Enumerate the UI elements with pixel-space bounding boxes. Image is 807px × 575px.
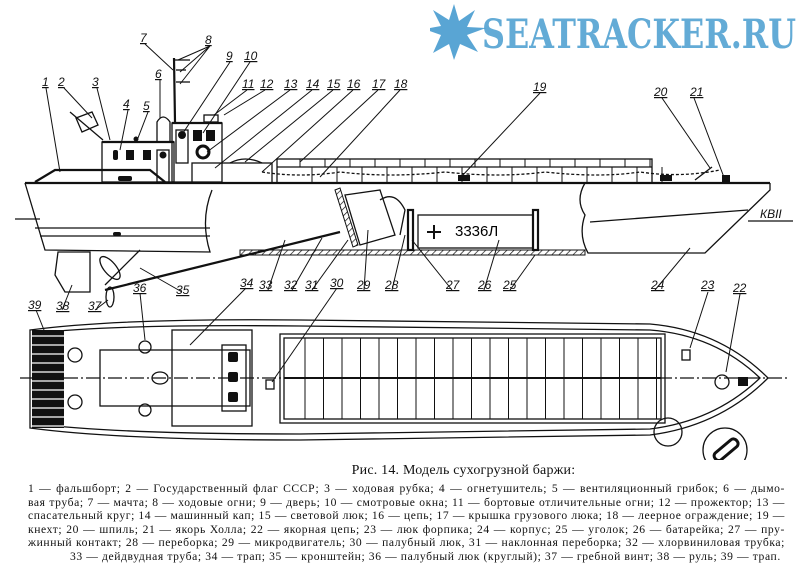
caption-line: 33 — дейдвудная труба; 34 — трап; 35 — к… [70,549,781,563]
part-label-36: 36 [133,281,147,295]
stern-ladder [32,330,64,428]
part-label-20: 20 [653,85,668,99]
barge-drawing: КВII [15,31,793,460]
part-label-26: 26 [477,278,492,292]
lifebuoy [195,144,211,160]
part-label-29: 29 [356,278,371,292]
part-label-21: 21 [689,85,703,99]
part-label-22: 22 [732,281,747,295]
part-label-17: 17 [372,77,387,91]
part-label-8: 8 [205,33,212,47]
caption-line: кнехт; 20 — шпиль; 21 — якорь Холла; 22 … [28,522,785,536]
waterline-label: КВII [760,207,782,221]
stern-tube [104,230,341,292]
detail-callout [702,427,748,460]
part-label-19: 19 [533,80,547,94]
deck-outline [29,319,769,441]
part-label-25: 25 [502,278,517,292]
plus-sign-icon [427,225,441,239]
cargo-hatch-plan [279,333,666,424]
leader-lines [35,43,741,383]
caption-line: вая труба; 7 — мачта; 8 — ходовые огни; … [28,495,785,509]
part-label-16: 16 [347,77,361,91]
side-view: КВII [15,57,793,308]
part-label-23: 23 [700,278,715,292]
stern-hull [24,182,213,253]
part-label-33: 33 [259,278,273,292]
part-label-37: 37 [88,299,103,313]
caption-title: Рис. 14. Модель сухогрузной баржи: [351,463,576,478]
part-label-5: 5 [143,99,150,113]
deckhouse [101,141,175,183]
figure-caption: Рис. 14. Модель сухогрузной баржи: 1 — ф… [0,462,807,563]
part-label-3: 3 [92,75,99,89]
part-label-12: 12 [260,77,274,91]
deckhouse-plan [99,349,251,407]
rudder [54,251,91,293]
part-label-31: 31 [305,278,318,292]
part-label-10: 10 [244,49,258,63]
part-label-9: 9 [226,49,233,63]
part-label-13: 13 [284,77,298,91]
part-label-39: 39 [28,298,42,312]
part-label-28: 28 [384,278,399,292]
mast [172,57,177,123]
part-label-6: 6 [155,67,162,81]
micromotor [344,189,396,246]
part-label-15: 15 [327,77,341,91]
caption-line: 1 — фальшборт; 2 — Государственный флаг … [28,482,785,495]
caption-line: жинный контакт; 28 — переборка; 29 — мик… [28,536,785,549]
part-label-14: 14 [306,77,320,91]
part-label-35: 35 [176,283,190,297]
part-label-4: 4 [123,97,130,111]
cargo-hatch-cover [276,158,653,184]
part-label-1: 1 [42,75,49,89]
bow-hull [579,182,771,254]
caption-line: спасательный круг; 14 — машинный кап; 15… [28,509,785,522]
battery-marking: 3336Л [455,223,498,240]
flag-ussr [75,111,99,133]
plan-view [20,319,790,460]
part-label-32: 32 [284,278,298,292]
part-label-7: 7 [140,31,148,45]
part-label-11: 11 [242,77,254,91]
propeller [99,255,121,281]
part-label-2: 2 [57,75,65,89]
part-label-18: 18 [394,77,408,91]
part-label-27: 27 [445,278,461,292]
part-label-30: 30 [330,276,344,290]
bulwark [34,168,166,183]
part-label-24: 24 [650,278,665,292]
part-label-34: 34 [240,276,254,290]
part-label-38: 38 [56,299,70,313]
